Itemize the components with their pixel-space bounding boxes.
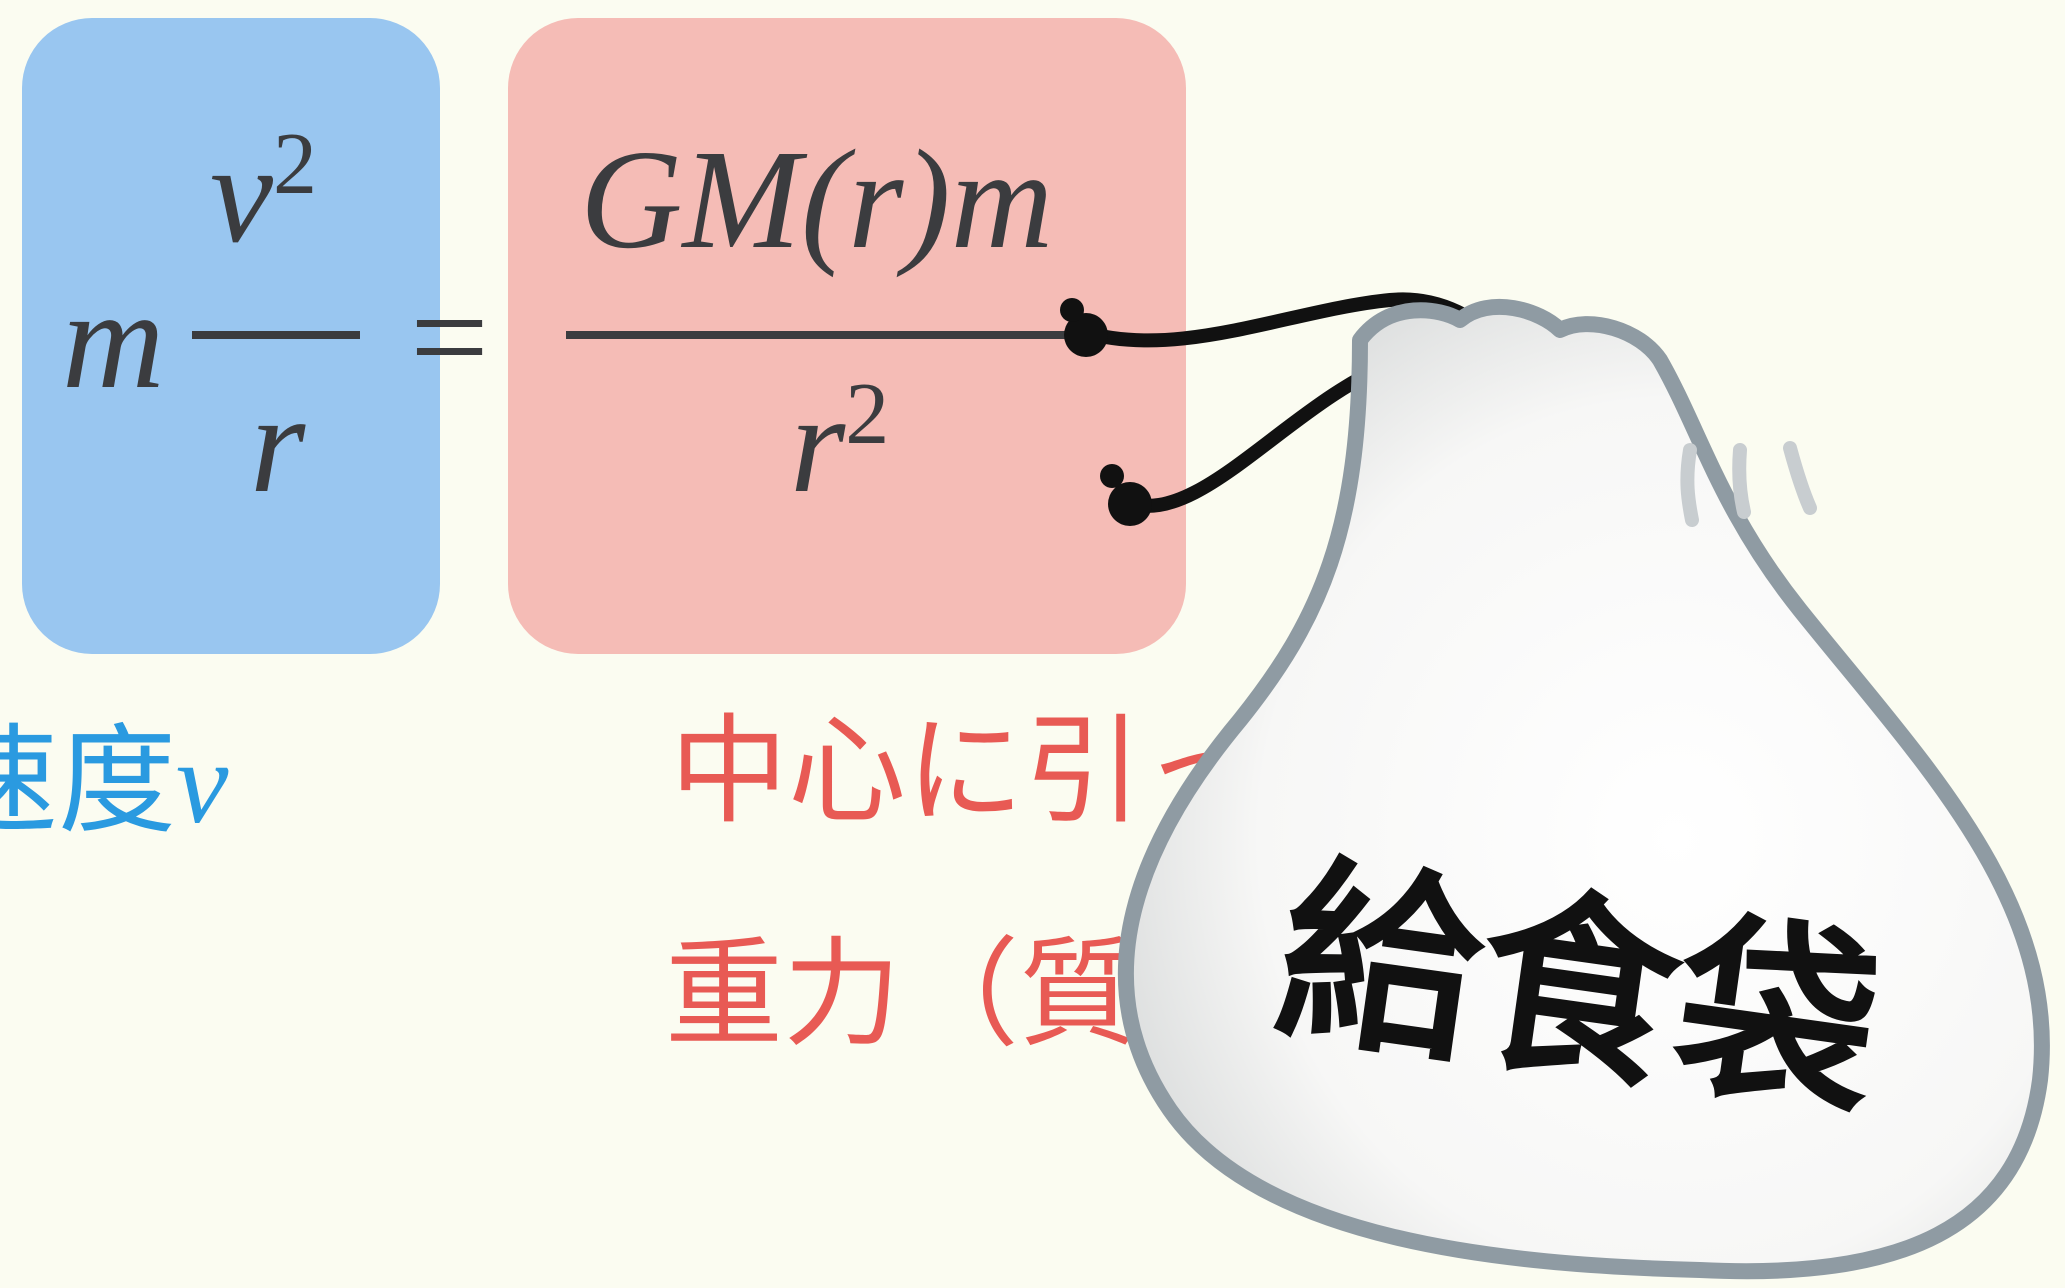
lhs-numerator: v2 [210,114,318,272]
rhs-denominator: r2 [790,364,890,522]
gravity-label: 重力（質 [665,925,1138,1063]
equals-sign: = [410,260,489,415]
velocity-variable: v [176,717,229,848]
center-pull-label: 中心に引っ [670,702,1261,840]
lhs-fraction-bar [192,331,360,339]
velocity-label: 速度v [0,712,229,850]
rhs-numerator: GM(r)m [580,120,1054,278]
drawstring-bag-icon: 給食袋 [1060,292,2050,1280]
rhs-denominator-exponent: 2 [845,365,890,463]
lhs-denominator: r [250,364,306,522]
lhs-mass: m [62,260,165,418]
rhs-fraction-bar [566,331,1086,339]
lhs-numerator-exponent: 2 [273,115,318,213]
